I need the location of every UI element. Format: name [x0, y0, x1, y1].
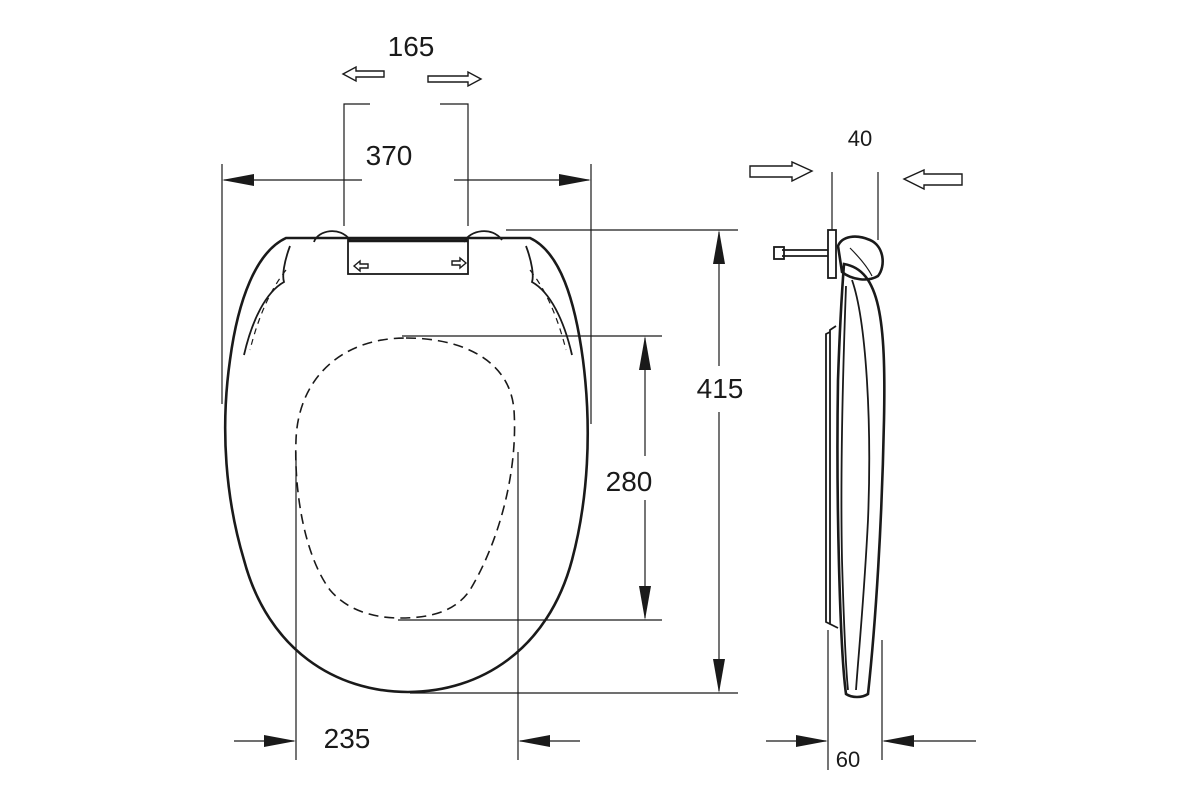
seat-inner-ridge-right-dash — [529, 269, 567, 351]
seat-outer-outline — [223, 236, 590, 694]
hinge-right — [463, 230, 503, 243]
dimension-label-415: 415 — [697, 373, 744, 404]
extension-line-165-right — [440, 103, 469, 226]
hinge-bar-arrow-right — [451, 256, 468, 270]
arrowhead-235-right — [518, 735, 550, 747]
hollow-arrow-right-icon — [749, 160, 814, 183]
side-bumper-step — [825, 331, 831, 625]
arrowhead-370-right — [559, 174, 591, 186]
arrowhead-280-bottom — [639, 586, 651, 620]
arrowhead-415-top — [713, 230, 725, 264]
dimension-label-370: 370 — [366, 140, 413, 171]
side-lid-outer — [836, 262, 886, 699]
arrowhead-60-left — [796, 735, 828, 747]
arrowhead-370-left — [222, 174, 254, 186]
seat-top-view — [223, 230, 590, 694]
arrowhead-280-top — [639, 336, 651, 370]
dimension-opening-length: 280 — [398, 335, 662, 621]
dimension-label-235: 235 — [324, 723, 371, 754]
arrowhead-60-right — [882, 735, 914, 747]
arrowhead-415-bottom — [713, 659, 725, 693]
dimension-opening-width: 235 — [234, 452, 580, 760]
seat-inner-ridge-left — [243, 245, 291, 356]
dimension-side-bottom: 60 — [766, 630, 976, 772]
dimension-label-40: 40 — [848, 126, 872, 151]
hollow-arrow-left-icon — [341, 65, 385, 83]
arrowhead-235-left — [264, 735, 296, 747]
dimension-label-165: 165 — [388, 31, 435, 62]
hinge-bar-arrow-left — [352, 259, 369, 273]
side-seat-inner — [840, 285, 849, 691]
hinge-left — [313, 230, 351, 243]
hinge-knob — [836, 235, 884, 281]
seat-side-view — [773, 229, 886, 699]
hollow-arrow-right-icon — [427, 70, 483, 88]
side-lid-inner — [851, 279, 871, 691]
hinge-bar — [347, 239, 469, 275]
dimension-width: 370 — [221, 140, 592, 424]
hinge-plate — [827, 229, 837, 279]
dimension-label-280: 280 — [606, 466, 653, 497]
side-bumper — [829, 325, 839, 629]
dimension-length: 415 — [410, 229, 744, 694]
extension-line-165-left — [343, 103, 370, 226]
hollow-arrow-left-icon — [902, 168, 963, 191]
seat-opening-dashed — [294, 337, 516, 619]
dimension-hinge-adjust: 165 — [341, 31, 483, 226]
dimension-side-top: 40 — [749, 126, 963, 240]
dimension-label-60: 60 — [836, 747, 860, 772]
hinge-bolt-nut — [773, 246, 785, 260]
seat-inner-ridge-left-dash — [249, 269, 287, 351]
hinge-bolt — [782, 249, 828, 257]
hinge-knob-inner — [849, 247, 873, 277]
seat-inner-ridge-right — [525, 245, 573, 356]
